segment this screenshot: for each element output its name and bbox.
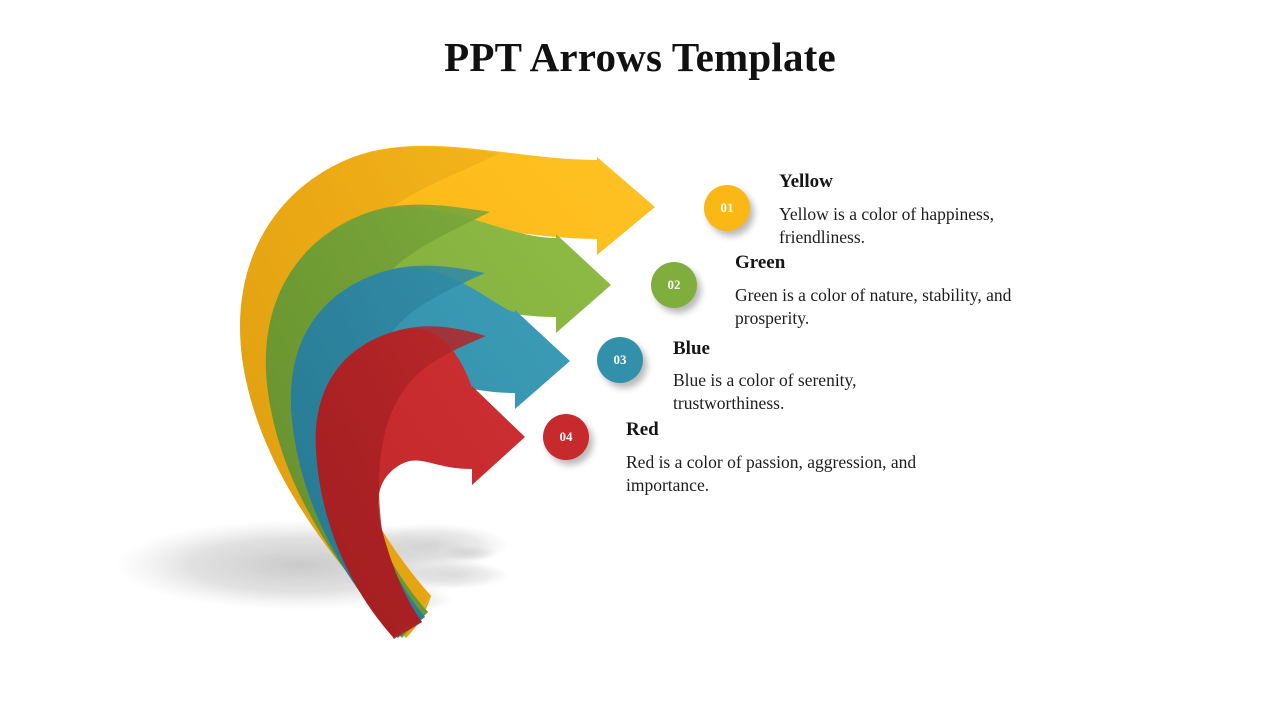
arrow-red	[315, 326, 525, 639]
item-body-red: Red is a color of passion, aggression, a…	[626, 452, 917, 495]
badge-02[interactable]: 02	[651, 262, 697, 308]
page-title: PPT Arrows Template	[444, 34, 836, 80]
item-body-yellow: Yellow is a color of happiness, friendli…	[779, 204, 995, 247]
ground-shadow	[115, 520, 510, 612]
item-heading-blue: Blue	[673, 338, 710, 359]
item-body-blue: Blue is a color of serenity, trustworthi…	[673, 370, 857, 413]
item-heading-yellow: Yellow	[779, 171, 833, 192]
badge-03[interactable]: 03	[597, 337, 643, 383]
item-heading-green: Green	[735, 252, 786, 273]
arrow-red-inner-fold	[315, 326, 486, 636]
item-heading-red: Red	[626, 419, 659, 440]
badge-01[interactable]: 01	[704, 185, 750, 231]
item-body-green: Green is a color of nature, stability, a…	[735, 285, 1012, 328]
arrow-red-tail	[392, 622, 422, 639]
badge-04[interactable]: 04	[543, 414, 589, 460]
